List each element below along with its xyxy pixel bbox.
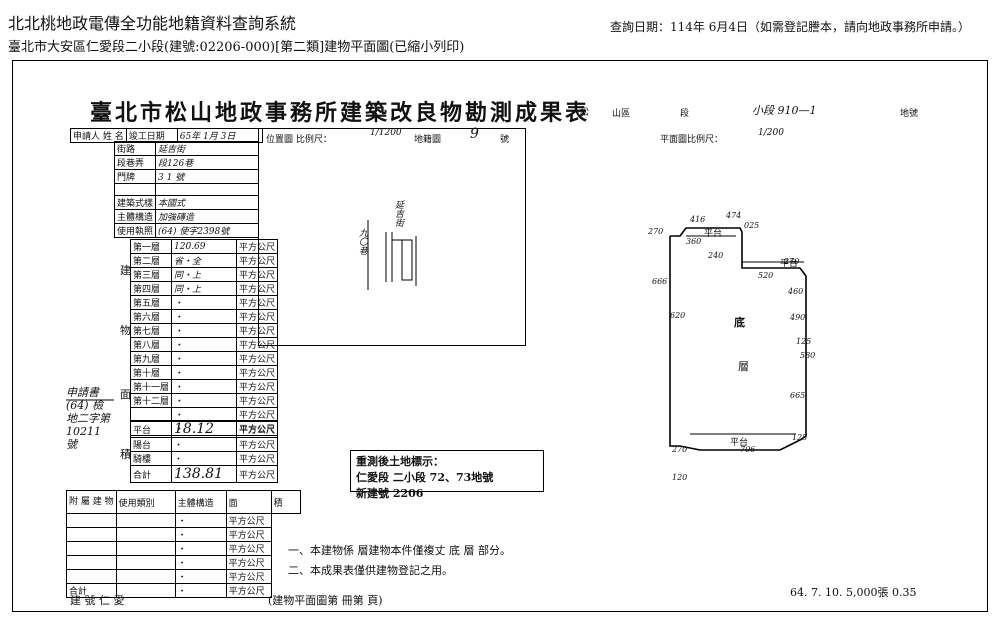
permit-label: 使用執照 [113, 223, 157, 238]
document-subtitle: 臺北市大安區仁愛段二小段(建號:02206-000)[第二類]建物平面圖(已縮小… [8, 40, 465, 55]
query-date: 查詢日期：114年 6月4日（如需登記謄本，請向地政事務所申請。） [610, 20, 970, 34]
location-scale: 1/1200 [370, 128, 402, 138]
floor-row: 第二層省・全平方公尺 [129, 253, 279, 268]
attach-header-accum: 積 [270, 490, 301, 514]
unit-label: 平方公尺 [235, 465, 279, 483]
land-info-box: 重測後土地標示： 仁愛段 二小段 72、73地號 新建號 2206 [350, 450, 544, 500]
location-map-label: 位置圖 比例尺： [266, 135, 332, 145]
svg-text:120: 120 [672, 473, 687, 482]
system-title: 北北桃地政電傳全功能地籍資料查詢系統 [8, 14, 297, 33]
total-value: 138.81 [171, 465, 237, 483]
svg-text:706: 706 [740, 445, 755, 454]
document-frame [12, 60, 988, 612]
land-box-line2: 仁愛段 二小段 72、73地號 [356, 471, 494, 484]
attached-buildings-table: 附 屬 建 物 使用類別 主體構造 面 積 ・平方公尺・平方公尺・平方公尺・平方… [66, 490, 301, 598]
footer-print-info: 64. 7. 10. 5,000張 0.35 [790, 586, 917, 599]
footer-building-no: 建 號 仁 愛 [70, 594, 125, 607]
attach-row: ・平方公尺 [66, 541, 301, 556]
unit-label: 平方公尺 [236, 379, 279, 394]
svg-text:620: 620 [670, 311, 685, 320]
land-box-line3: 新建號 2206 [356, 487, 424, 500]
floor-row: ・平方公尺 [129, 407, 279, 422]
map-number-value: 9 [470, 126, 479, 142]
svg-text:460: 460 [787, 287, 803, 296]
application-number: 申請書 (64) 檢地二字第 10211 號 [66, 386, 110, 451]
accum-label: 積 [120, 448, 131, 461]
location-street-b: 九〇巷 [357, 228, 367, 255]
location-map-box [258, 128, 526, 346]
location-map-sketch [367, 220, 417, 290]
plan-label-floor: 底 [734, 316, 745, 329]
footer-plan-volume: (建物平面圖第 冊第 頁) [268, 594, 383, 607]
plot-no-label: 地號 [900, 109, 919, 119]
floor-name: 第九層 [129, 351, 173, 366]
svg-text:270: 270 [647, 227, 663, 236]
plan-scale-value: 1/200 [758, 128, 784, 138]
svg-text:580: 580 [800, 351, 815, 360]
plan-scale-label: 平面圖比例尺： [660, 135, 724, 145]
area-label: 面 [120, 388, 131, 401]
land-box-line1: 重測後土地標示： [356, 455, 444, 468]
map-number-label: 地籍圖 [414, 135, 442, 145]
svg-text:240: 240 [707, 251, 723, 260]
note-1: 一、本建物係 層建物本件僅複丈 底 層 部分。 [288, 544, 511, 557]
unit-label: 平方公尺 [236, 267, 279, 282]
svg-text:665: 665 [790, 391, 805, 400]
floor-row: 第四層同・上平方公尺 [129, 281, 279, 296]
subsection-label: 小段 910—1 [752, 104, 817, 117]
attach-row: 合計・平方公尺 [66, 583, 301, 598]
title-suffix: 松 [580, 108, 590, 118]
attach-side-label: 附 屬 建 物 [66, 490, 117, 514]
location-street-a: 延吉街 [393, 200, 403, 227]
floor-plan-outline [669, 227, 807, 451]
svg-text:520: 520 [758, 271, 773, 280]
district-label: 山區 [612, 109, 631, 119]
svg-text:125: 125 [792, 433, 807, 442]
svg-text:666: 666 [652, 277, 667, 286]
plan-label-platform-bottom: 平台 [730, 438, 749, 448]
svg-text:474: 474 [725, 211, 741, 220]
unit-label: 平方公尺 [225, 583, 272, 598]
attach-row: ・平方公尺 [66, 555, 301, 570]
floor-row: 第十層・平方公尺 [129, 365, 279, 380]
build-label: 建 [120, 264, 131, 277]
section-label: 段 [680, 109, 690, 119]
plan-label-platform-top: 平台 [704, 229, 723, 239]
svg-text:360: 360 [686, 237, 701, 246]
plan-dimensions: 270 416 474 025 360 240 520 270 666 460 … [647, 211, 815, 482]
svg-text:490: 490 [789, 313, 805, 322]
document-title: 臺北市松山地政事務所建築改良物勘測成果表 [90, 100, 591, 126]
floor-row: 第三層同・上平方公尺 [129, 267, 279, 282]
map-number-suffix: 號 [500, 135, 510, 145]
svg-text:270: 270 [671, 445, 687, 454]
things-label: 物 [120, 324, 131, 337]
svg-text:416: 416 [689, 215, 705, 224]
note-2: 二、本成果表僅供建物登記之用。 [288, 564, 453, 577]
plan-label-platform-right: 平台 [780, 259, 799, 269]
svg-text:270: 270 [783, 257, 799, 266]
attach-header-use: 使用類別 [115, 490, 176, 514]
plan-label-layer: 層 [738, 360, 749, 373]
floor-row: 第十二層・平方公尺 [129, 393, 279, 408]
form-table-top: 申請人 姓 名 竣工日期 65年 1月 3日 [70, 128, 263, 143]
svg-text:125: 125 [796, 337, 811, 346]
svg-text:025: 025 [744, 221, 759, 230]
alley-label: 段巷弄 [113, 155, 157, 170]
attach-area: ・ [174, 583, 227, 598]
